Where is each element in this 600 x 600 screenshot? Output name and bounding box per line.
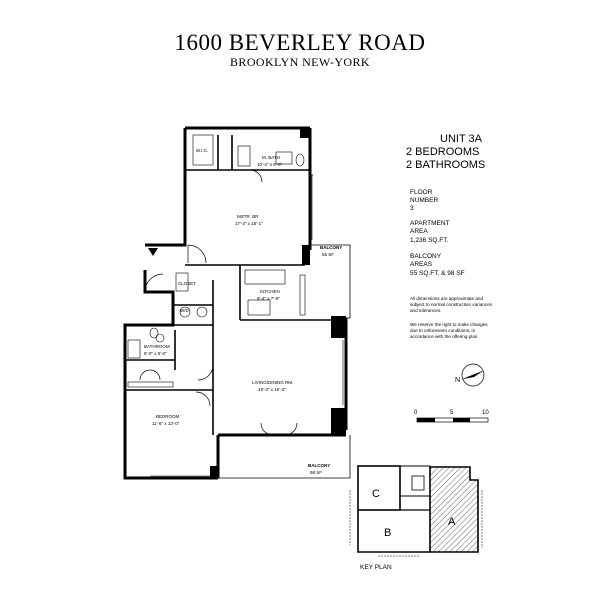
room-master-bed-dim: 17'-3" x 15'-1" xyxy=(235,221,263,226)
room-balcony-top: BALCONY xyxy=(320,245,342,250)
rights-note: We reserve the right to make changes due… xyxy=(410,322,488,339)
room-balcony-top-area: 55 SF xyxy=(322,252,334,257)
area-value: 1,236 SQ.FT. xyxy=(410,237,449,244)
room-kitchen-dim: 9'-4" x 7'-8" xyxy=(257,296,280,301)
room-balcony-bottom-area: 98 SF xyxy=(310,470,322,475)
unit-bathrooms: 2 BATHROOMS xyxy=(406,159,486,171)
room-closet: CLOSET xyxy=(178,281,196,286)
unit-bedrooms: 2 BEDROOMS xyxy=(406,146,480,158)
scale-tick-5: 5 xyxy=(450,410,454,416)
building-location: BROOKLYN NEW-YORK xyxy=(230,55,370,69)
room-master-bath: M. BATH xyxy=(262,155,280,160)
room-bedroom: BEDROOM xyxy=(156,414,180,419)
floor-label-1: FLOOR xyxy=(410,189,433,196)
area-label-1: APARTMENT xyxy=(410,220,450,227)
scale-tick-10: 10 xyxy=(482,410,489,416)
key-plan-unit-b: B xyxy=(384,527,391,539)
compass-icon xyxy=(461,363,485,387)
room-wic: W.I.C. xyxy=(196,148,208,153)
room-master-bath-dim: 10'-4" x 6'-6" xyxy=(257,162,283,167)
disclaimer-note: All dimensions are approximate and subje… xyxy=(410,296,492,313)
balcony-value: 55 SQ.FT. & 98 SF xyxy=(410,270,465,277)
key-plan-label: KEY PLAN xyxy=(360,564,392,571)
room-bathroom-dim: 9'-0" x 5'-0" xyxy=(144,351,167,356)
room-master-bed: MSTR. BR xyxy=(237,214,259,219)
room-bedroom-dim: 11'-6" x 13'-0" xyxy=(152,421,180,426)
building-title: 1600 BEVERLEY ROAD xyxy=(174,30,426,55)
room-bathroom: BATHROOM xyxy=(144,344,170,349)
balcony-label-2: AREAS xyxy=(410,261,433,268)
room-living: LIVING/DINING RM. xyxy=(252,380,293,385)
room-balcony-bottom: BALCONY xyxy=(308,463,330,468)
floor-label-2: NUMBER xyxy=(410,197,439,204)
key-plan-diagram xyxy=(349,465,483,557)
area-label-2: AREA xyxy=(410,228,428,235)
compass-label: N xyxy=(455,377,460,384)
floor-value: 3 xyxy=(410,205,414,212)
key-plan-unit-c: C xyxy=(372,488,380,500)
unit-name: UNIT 3A xyxy=(440,133,482,145)
room-kitchen: KITCHEN xyxy=(260,289,280,294)
room-living-dim: 19'-3" x 16'-3" xyxy=(258,387,286,392)
scale-bar xyxy=(416,417,489,423)
entry-arrow-icon xyxy=(148,248,158,256)
balcony-label-1: BALCONY xyxy=(410,253,442,260)
scale-tick-0: 0 xyxy=(414,410,418,416)
room-wd: W/D xyxy=(180,308,189,313)
key-plan-unit-a: A xyxy=(448,516,456,528)
